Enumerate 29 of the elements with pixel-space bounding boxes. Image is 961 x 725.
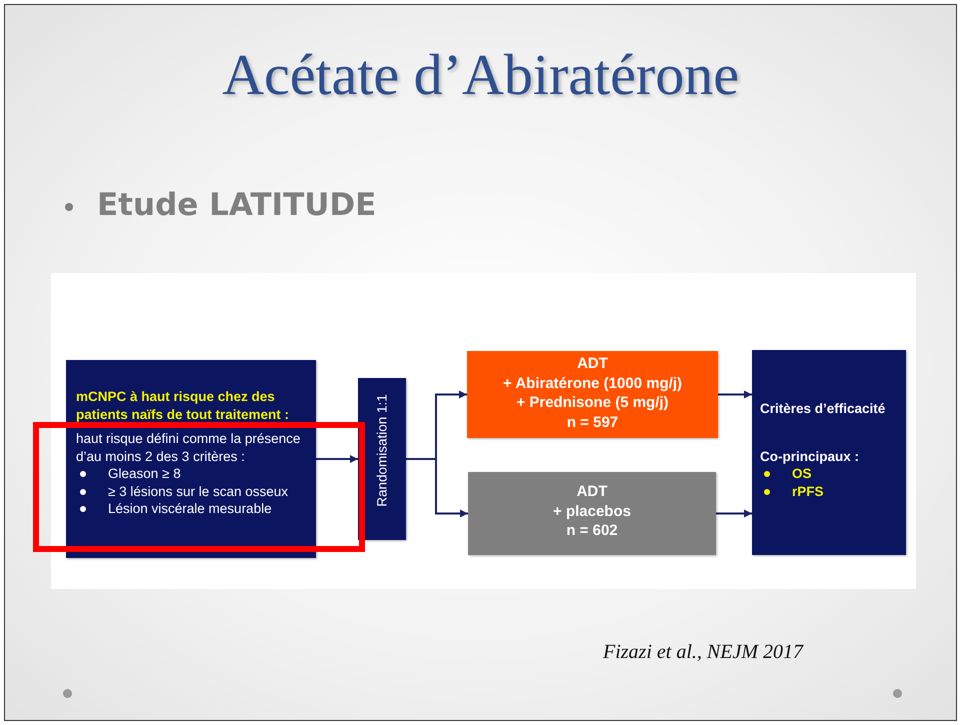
box-text: OS <box>792 465 812 483</box>
box-heading: mCNPC à haut risque chez des patients naïfs de tout traitement : <box>76 388 290 424</box>
slide-title: Acétate d’Abiratérone <box>221 41 740 108</box>
box-text: Randomisation 1:1 <box>374 393 390 509</box>
box-text: + placebos <box>552 502 632 521</box>
box-text: Lésion viscérale mesurable <box>108 500 272 518</box>
box-text: + Prednisone (5 mg/j) <box>515 393 670 412</box>
flow-box <box>358 378 406 540</box>
box-text: haut risque défini comme la présence d’au moins 2 des 3 critères : <box>76 430 302 466</box>
citation: Fizazi et al., NEJM 2017 <box>603 641 803 664</box>
box-text: ADT <box>576 354 609 374</box>
arrow <box>406 458 468 518</box>
arrow <box>718 390 752 398</box>
box-text: n = 602 <box>565 521 619 540</box>
flow-box <box>468 472 716 555</box>
box-text: ≥ 3 lésions sur le scan osseux <box>108 482 288 500</box>
box-text: n = 597 <box>566 412 620 432</box>
box-text: rPFS <box>792 482 824 500</box>
box-text: ADT <box>576 482 608 502</box>
arrow <box>716 510 752 518</box>
box-heading: Critères d’efficacité <box>760 400 886 418</box>
box-text: + Abiratérone (1000 mg/j) <box>502 374 684 393</box>
flow-box <box>752 350 906 555</box>
arrow <box>316 455 358 463</box>
section-heading: Etude LATITUDE <box>97 187 376 223</box>
box-text: Gleason ≥ 8 <box>108 465 181 483</box>
flow-box <box>467 351 718 438</box>
box-text: Co-principaux : <box>760 448 860 466</box>
flow-box <box>66 360 316 558</box>
